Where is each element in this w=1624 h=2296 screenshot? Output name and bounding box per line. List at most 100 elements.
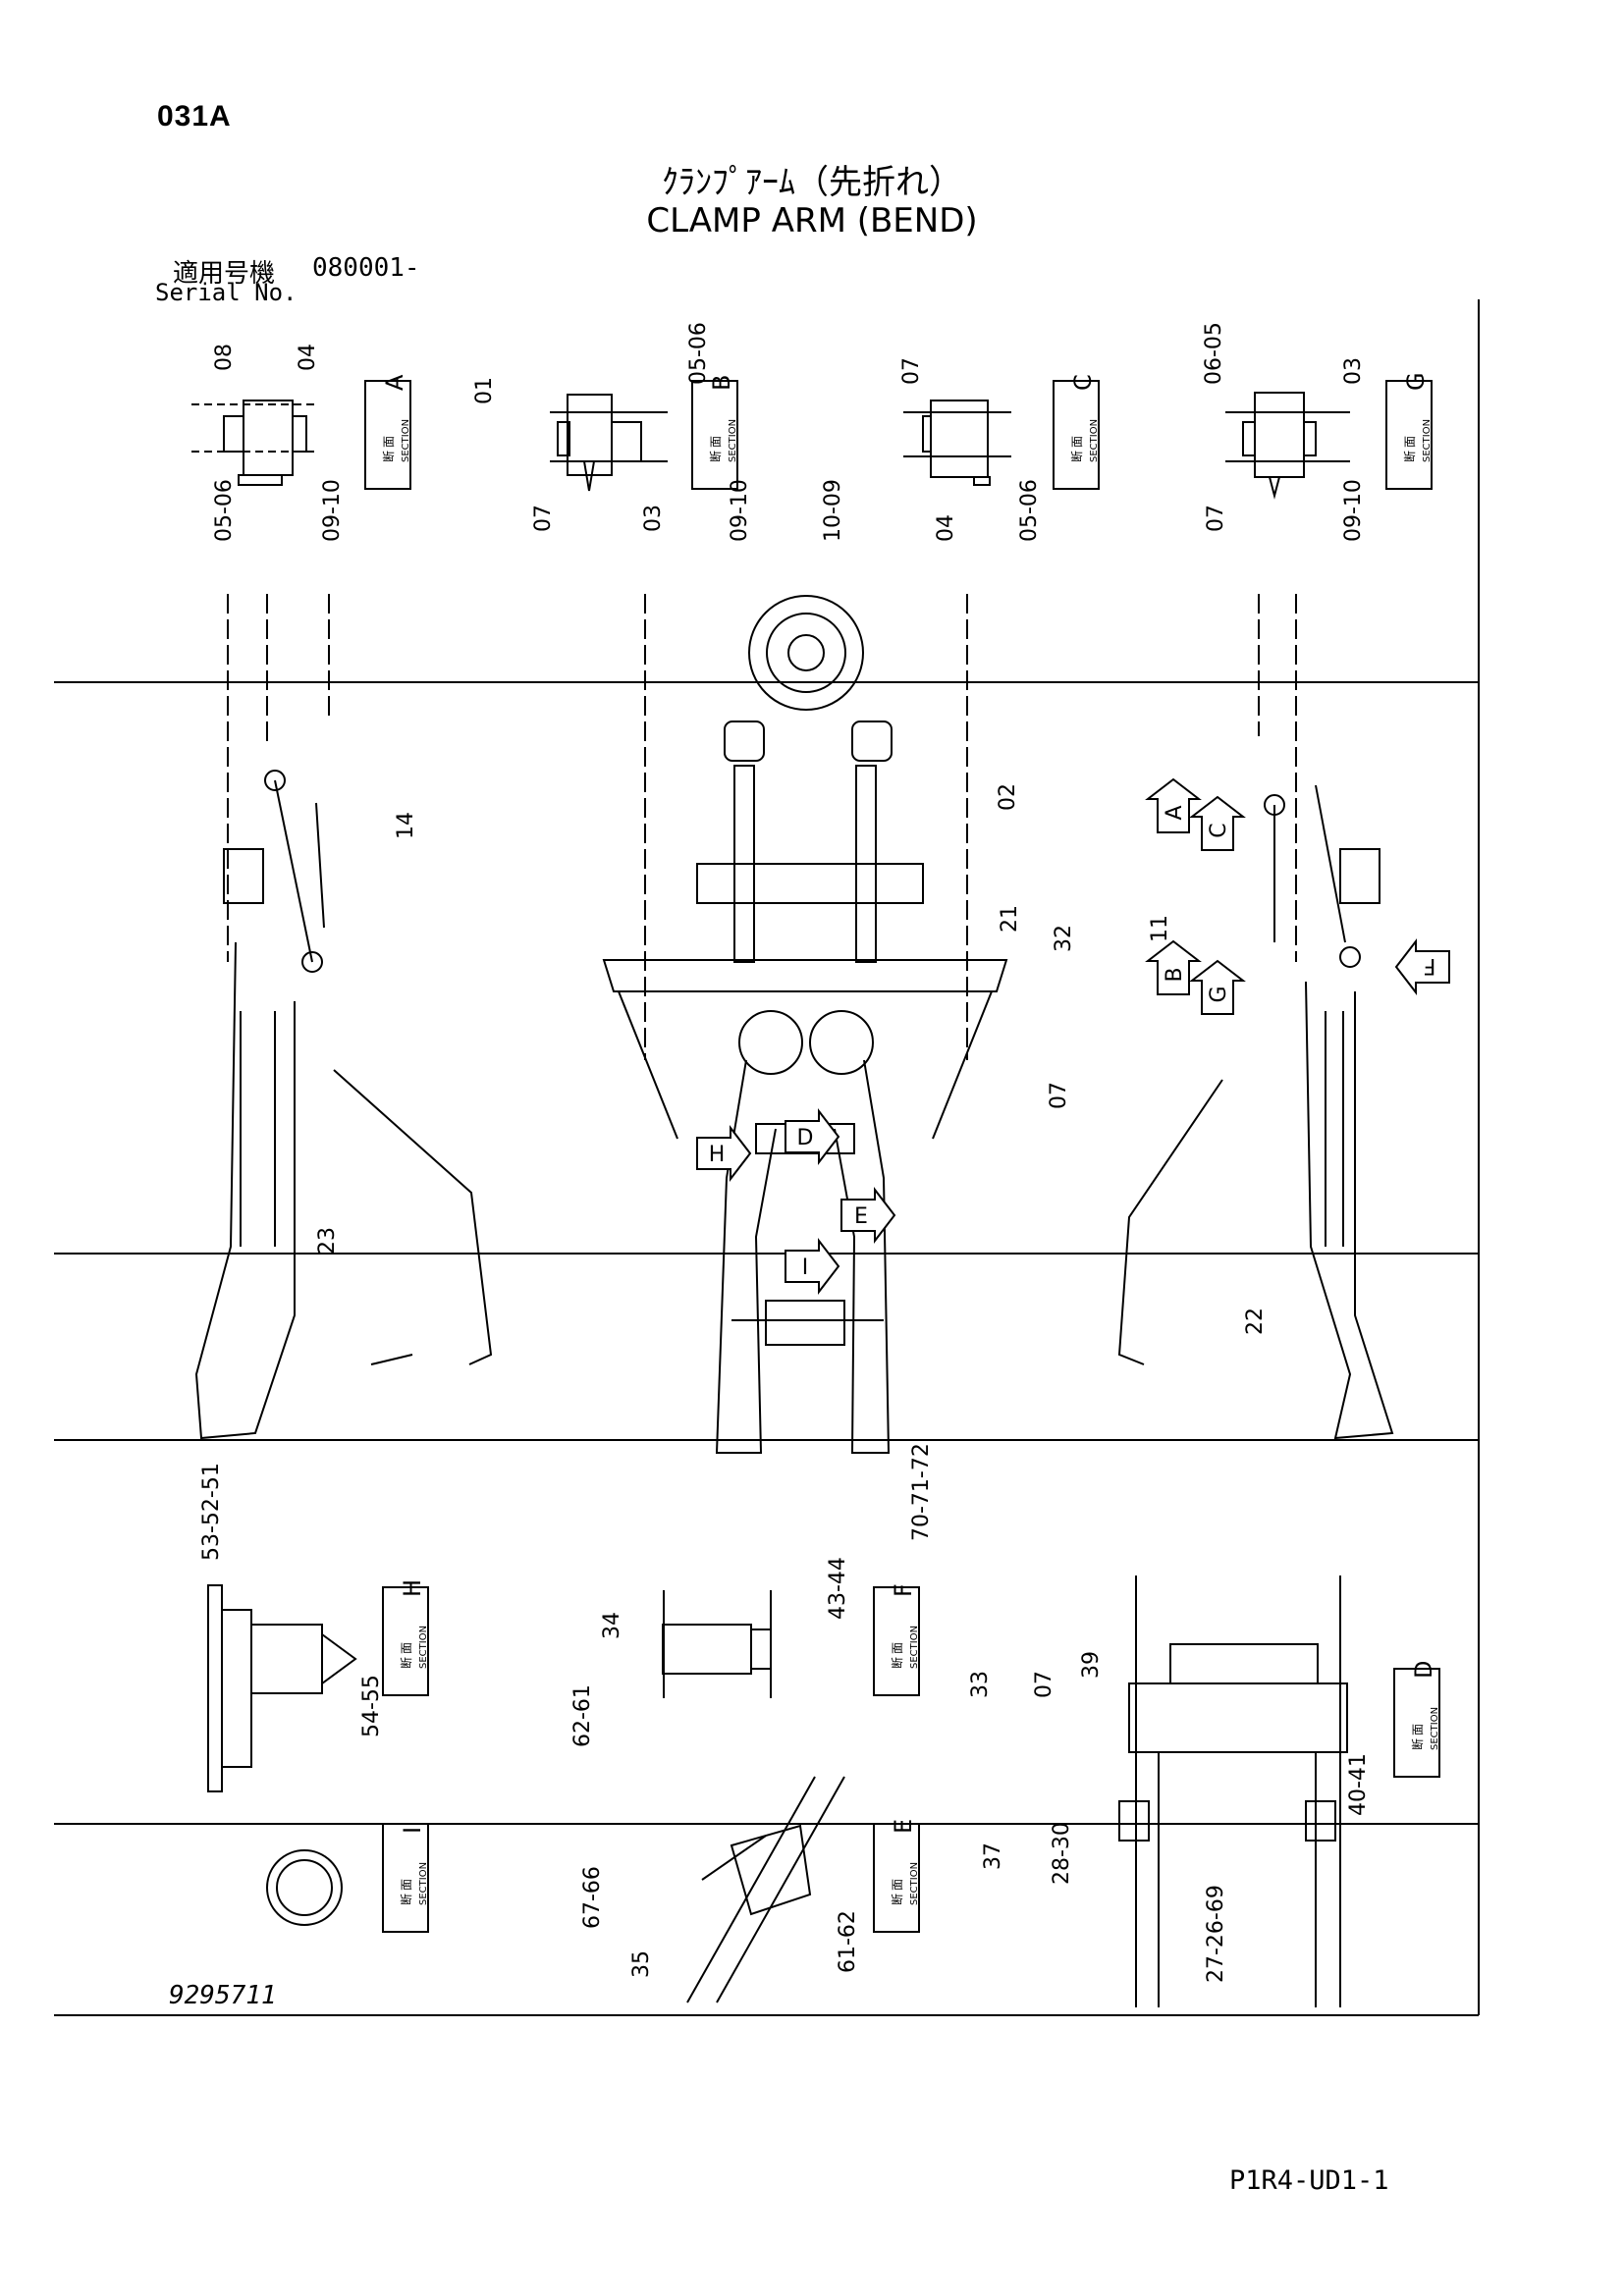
part-label: 07	[899, 357, 924, 385]
part-label: 07	[1032, 1671, 1056, 1698]
section-kanji-dan: 断	[1410, 1738, 1425, 1750]
frame-lines	[54, 299, 1480, 2016]
part-label: 35	[629, 1950, 654, 1978]
part-label: 01	[472, 377, 497, 404]
part-label: 09-10	[320, 479, 345, 542]
view-marker-c: C	[1189, 795, 1246, 851]
view-marker-i: I	[785, 1238, 840, 1295]
view-marker-letter: G	[1207, 986, 1231, 1002]
view-marker-letter: H	[709, 1143, 726, 1167]
drawing-number: 9295711	[169, 1981, 277, 2010]
section-detail-d	[1118, 1575, 1348, 2007]
part-label: 28-30	[1050, 1822, 1074, 1885]
section-word: SECTION	[909, 1862, 920, 1905]
section-letter: G	[1402, 372, 1430, 391]
part-label: 04	[934, 514, 958, 542]
part-label: 03	[641, 505, 666, 532]
serial-value: 080001-	[312, 253, 420, 283]
part-label: 22	[1243, 1308, 1268, 1335]
section-kanji-dan: 断	[890, 1894, 904, 1905]
view-marker-a: A	[1145, 777, 1202, 833]
section-letter: C	[1069, 374, 1097, 391]
section-kanji-dan: 断	[1069, 451, 1084, 462]
part-label: 05-06	[686, 322, 711, 385]
section-word: SECTION	[401, 419, 411, 462]
part-label: 21	[998, 905, 1022, 933]
view-marker-g: G	[1189, 959, 1246, 1015]
center-assembly	[602, 594, 1008, 1454]
section-detail-e	[686, 1776, 845, 2003]
section-kanji-men: 面	[709, 436, 723, 448]
section-word: SECTION	[1430, 1707, 1440, 1750]
section-kanji-men: 面	[400, 1642, 413, 1654]
part-label: 09-10	[728, 479, 752, 542]
section-kanji-dan: 断	[399, 1894, 413, 1905]
section-word: SECTION	[418, 1626, 429, 1669]
section-detail-g	[1225, 392, 1350, 500]
section-kanji-men: 面	[891, 1879, 904, 1891]
view-marker-letter: A	[1163, 805, 1187, 820]
section-letter: A	[381, 374, 408, 391]
section-word: SECTION	[909, 1626, 920, 1669]
section-detail-i	[266, 1849, 343, 1926]
sheet-code: P1R4-UD1-1	[1229, 2165, 1389, 2196]
part-label: 37	[981, 1842, 1005, 1870]
view-marker-h: H	[696, 1125, 752, 1182]
section-kanji-men: 面	[1403, 436, 1417, 448]
view-marker-letter: F	[1424, 953, 1436, 978]
view-marker-f: F	[1394, 938, 1450, 995]
part-label: 40-41	[1346, 1753, 1371, 1816]
part-label: 34	[600, 1612, 624, 1639]
section-kanji-dan: 断	[708, 451, 723, 462]
part-label: 11	[1148, 915, 1172, 942]
section-kanji-men: 面	[1411, 1724, 1425, 1735]
part-label: 07	[1047, 1082, 1071, 1109]
page-code: 031A	[157, 100, 232, 133]
part-label: 33	[968, 1671, 993, 1698]
title-english: CLAMP ARM (BEND)	[646, 201, 978, 240]
part-label: 05-06	[1017, 479, 1042, 542]
section-box-e: 断面 SECTION E	[873, 1819, 920, 1933]
part-label: 14	[394, 812, 418, 839]
section-detail-c	[903, 400, 1011, 486]
section-detail-a	[191, 400, 314, 486]
part-label: 02	[996, 783, 1020, 811]
part-labels: 08 04 05-06 09-10 05-06 01 07 03 09-10 07 10-09 04 0…	[199, 322, 1371, 1983]
part-label: 10-09	[821, 479, 845, 542]
section-word: SECTION	[728, 419, 738, 462]
section-box-g: 断面 SECTION G	[1385, 372, 1433, 490]
view-marker-e: E	[840, 1187, 896, 1244]
part-label: 04	[296, 344, 320, 371]
part-label: 03	[1341, 357, 1366, 385]
part-label: 23	[315, 1227, 340, 1255]
part-label: 67-66	[580, 1866, 605, 1929]
section-detail-b	[550, 394, 668, 492]
part-label: 27-26-69	[1204, 1885, 1228, 1983]
part-label: 06-05	[1202, 322, 1226, 385]
section-word: SECTION	[1422, 419, 1433, 462]
part-label: 53-52-51	[199, 1463, 224, 1561]
part-label: 70-71-72	[909, 1443, 934, 1541]
serial-label-japanese: 適用号機	[173, 259, 276, 289]
section-kanji-men: 面	[382, 436, 396, 448]
section-kanji-dan: 断	[1402, 451, 1417, 462]
part-label: 09-10	[1341, 479, 1366, 542]
part-label: 05-06	[212, 479, 237, 542]
part-label: 43-44	[826, 1557, 850, 1620]
section-word: SECTION	[418, 1862, 429, 1905]
part-label: 08	[212, 344, 237, 371]
section-letter: E	[890, 1819, 917, 1834]
view-marker-letter: B	[1163, 967, 1187, 982]
view-marker-letter: C	[1207, 823, 1231, 837]
section-detail-f	[662, 1590, 772, 1698]
section-letter: H	[399, 1579, 426, 1597]
